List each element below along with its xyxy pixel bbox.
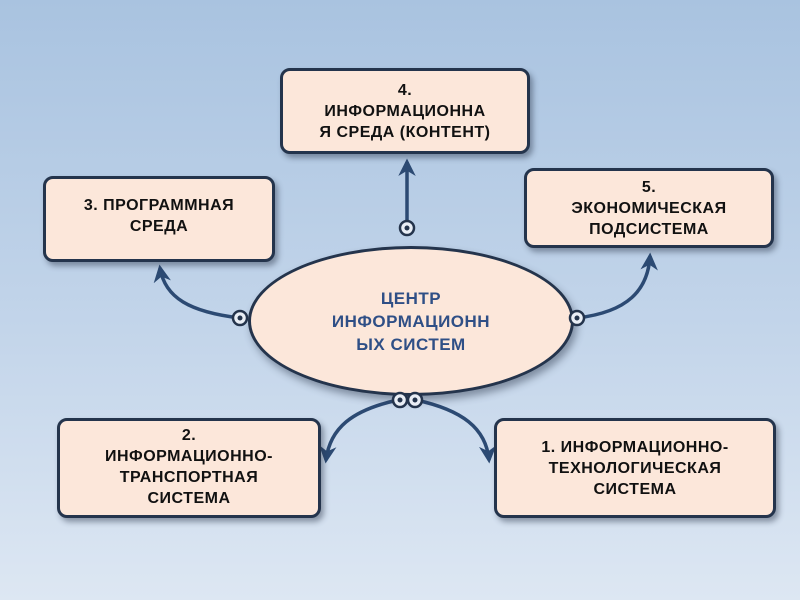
connector-to-node-2 <box>319 398 399 464</box>
node-1-information-technology-system: 1. ИНФОРМАЦИОННО- ТЕХНОЛОГИЧЕСКАЯ СИСТЕМ… <box>494 418 776 518</box>
node-4-information-environment: 4. ИНФОРМАЦИОННА Я СРЕДА (КОНТЕНТ) <box>280 68 530 154</box>
node-5-economic-subsystem: 5. ЭКОНОМИЧЕСКАЯ ПОДСИСТЕМА <box>524 168 774 248</box>
connector-to-node-5 <box>576 252 658 320</box>
connector-to-node-3 <box>153 264 241 320</box>
node-2-information-transport-system: 2. ИНФОРМАЦИОННО- ТРАНСПОРТНАЯ СИСТЕМА <box>57 418 321 518</box>
center-label: ЦЕНТР ИНФОРМАЦИОНН ЫХ СИСТЕМ <box>331 288 491 354</box>
node-3-software-environment: 3. ПРОГРАММНАЯ СРЕДА <box>43 176 275 262</box>
connector-to-node-1 <box>415 398 497 464</box>
node-4-label: 4. ИНФОРМАЦИОННА Я СРЕДА (КОНТЕНТ) <box>319 81 491 141</box>
node-2-label: 2. ИНФОРМАЦИОННО- ТРАНСПОРТНАЯ СИСТЕМА <box>104 427 273 507</box>
node-5-label: 5. ЭКОНОМИЧЕСКАЯ ПОДСИСТЕМА <box>571 178 727 238</box>
center-ellipse: ЦЕНТР ИНФОРМАЦИОНН ЫХ СИСТЕМ <box>248 246 574 396</box>
node-3-label: 3. ПРОГРАММНАЯ СРЕДА <box>83 197 235 235</box>
node-1-label: 1. ИНФОРМАЦИОННО- ТЕХНОЛОГИЧЕСКАЯ СИСТЕМ… <box>541 438 729 498</box>
